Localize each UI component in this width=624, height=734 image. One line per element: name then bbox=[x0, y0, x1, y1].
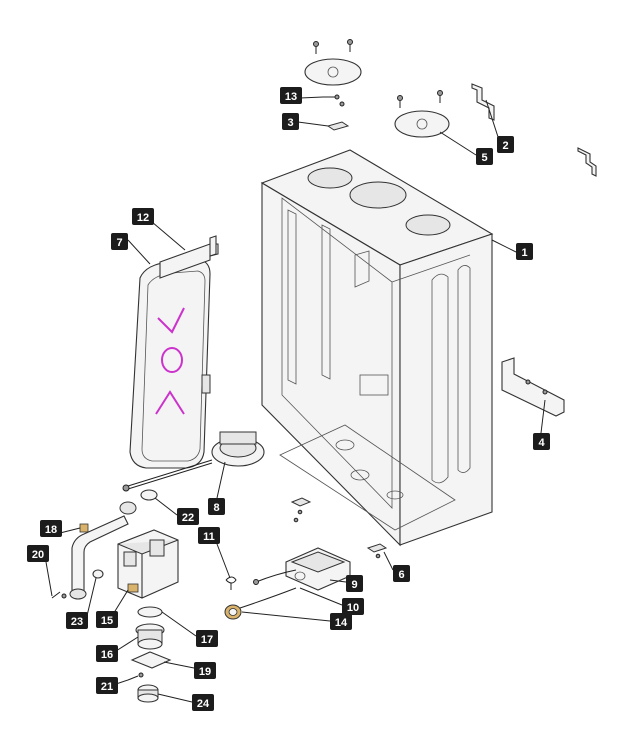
floor-bracket bbox=[290, 497, 312, 523]
callout-24-label: 24 bbox=[197, 698, 210, 710]
cable-14 bbox=[239, 587, 297, 609]
callout-18: 18 bbox=[40, 520, 62, 537]
leader-lines bbox=[45, 96, 546, 703]
clip-6 bbox=[366, 543, 388, 559]
bracket-4 bbox=[501, 357, 565, 417]
callout-17: 17 bbox=[196, 630, 218, 647]
cable-10 bbox=[253, 569, 297, 585]
vessel-bracket-12 bbox=[159, 235, 219, 279]
top-cover-plate-right bbox=[394, 90, 450, 138]
callout-1: 1 bbox=[516, 243, 533, 260]
callout-1-label: 1 bbox=[521, 247, 527, 259]
callout-11: 11 bbox=[198, 527, 220, 544]
callout-3-label: 3 bbox=[287, 117, 293, 129]
gas-valve-15 bbox=[117, 529, 179, 599]
callout-22: 22 bbox=[177, 508, 199, 525]
callout-14-label: 14 bbox=[335, 617, 348, 629]
callout-3: 3 bbox=[282, 113, 299, 130]
callout-7: 7 bbox=[111, 233, 128, 250]
screw-21 bbox=[127, 672, 144, 681]
gasket-19 bbox=[130, 651, 172, 669]
seal-17 bbox=[137, 606, 163, 618]
callout-10-label: 10 bbox=[347, 602, 359, 614]
callout-21-label: 21 bbox=[101, 681, 113, 693]
top-cover-plate-left bbox=[304, 39, 362, 86]
bracket-far-right bbox=[577, 147, 597, 177]
pump-sensor-8 bbox=[122, 431, 265, 492]
bracket-2 bbox=[471, 83, 495, 121]
fitting-16 bbox=[135, 623, 165, 650]
callout-23: 23 bbox=[66, 612, 88, 629]
control-box-9 bbox=[285, 547, 351, 591]
callout-13: 13 bbox=[280, 87, 302, 104]
callout-15: 15 bbox=[96, 611, 118, 628]
callout-18-label: 18 bbox=[45, 524, 57, 536]
callout-2: 2 bbox=[497, 136, 514, 153]
callout-4-label: 4 bbox=[538, 437, 545, 449]
callout-14: 14 bbox=[330, 613, 352, 630]
screw-13 bbox=[323, 94, 345, 107]
callout-9-label: 9 bbox=[351, 579, 357, 591]
expansion-vessel bbox=[129, 259, 211, 469]
callout-6-label: 6 bbox=[398, 569, 404, 581]
callout-24: 24 bbox=[192, 694, 214, 711]
callout-5: 5 bbox=[476, 148, 493, 165]
callout-22-label: 22 bbox=[182, 512, 194, 524]
callout-8: 8 bbox=[208, 498, 225, 515]
callout-21: 21 bbox=[96, 677, 118, 694]
callout-20-label: 20 bbox=[32, 549, 44, 561]
callout-19: 19 bbox=[194, 662, 216, 679]
callout-10: 10 bbox=[342, 598, 364, 615]
main-casing bbox=[260, 149, 494, 547]
cap-24 bbox=[137, 684, 159, 703]
o-ring-23 bbox=[92, 569, 104, 579]
callout-6: 6 bbox=[393, 565, 410, 582]
o-ring-22 bbox=[140, 489, 158, 501]
callout-16-label: 16 bbox=[101, 649, 113, 661]
pipe-18 bbox=[69, 501, 137, 600]
callout-20: 20 bbox=[27, 545, 49, 562]
callout-15-label: 15 bbox=[101, 615, 113, 627]
callout-2-label: 2 bbox=[502, 140, 508, 152]
callout-4: 4 bbox=[533, 433, 550, 450]
callout-7-label: 7 bbox=[116, 237, 122, 249]
callout-12-label: 12 bbox=[137, 212, 149, 224]
knob-14 bbox=[224, 604, 242, 620]
callout-12: 12 bbox=[132, 208, 154, 225]
callout-5-label: 5 bbox=[481, 152, 487, 164]
screw-20 bbox=[51, 591, 67, 599]
callout-8-label: 8 bbox=[213, 502, 219, 514]
callout-23-label: 23 bbox=[71, 616, 83, 628]
callout-9: 9 bbox=[346, 575, 363, 592]
clip-11 bbox=[225, 576, 237, 590]
callout-13-label: 13 bbox=[285, 91, 297, 103]
callout-19-label: 19 bbox=[199, 666, 211, 678]
callout-17-label: 17 bbox=[201, 634, 213, 646]
callout-16: 16 bbox=[96, 645, 118, 662]
clip-3 bbox=[326, 121, 350, 131]
callout-11-label: 11 bbox=[203, 531, 215, 543]
